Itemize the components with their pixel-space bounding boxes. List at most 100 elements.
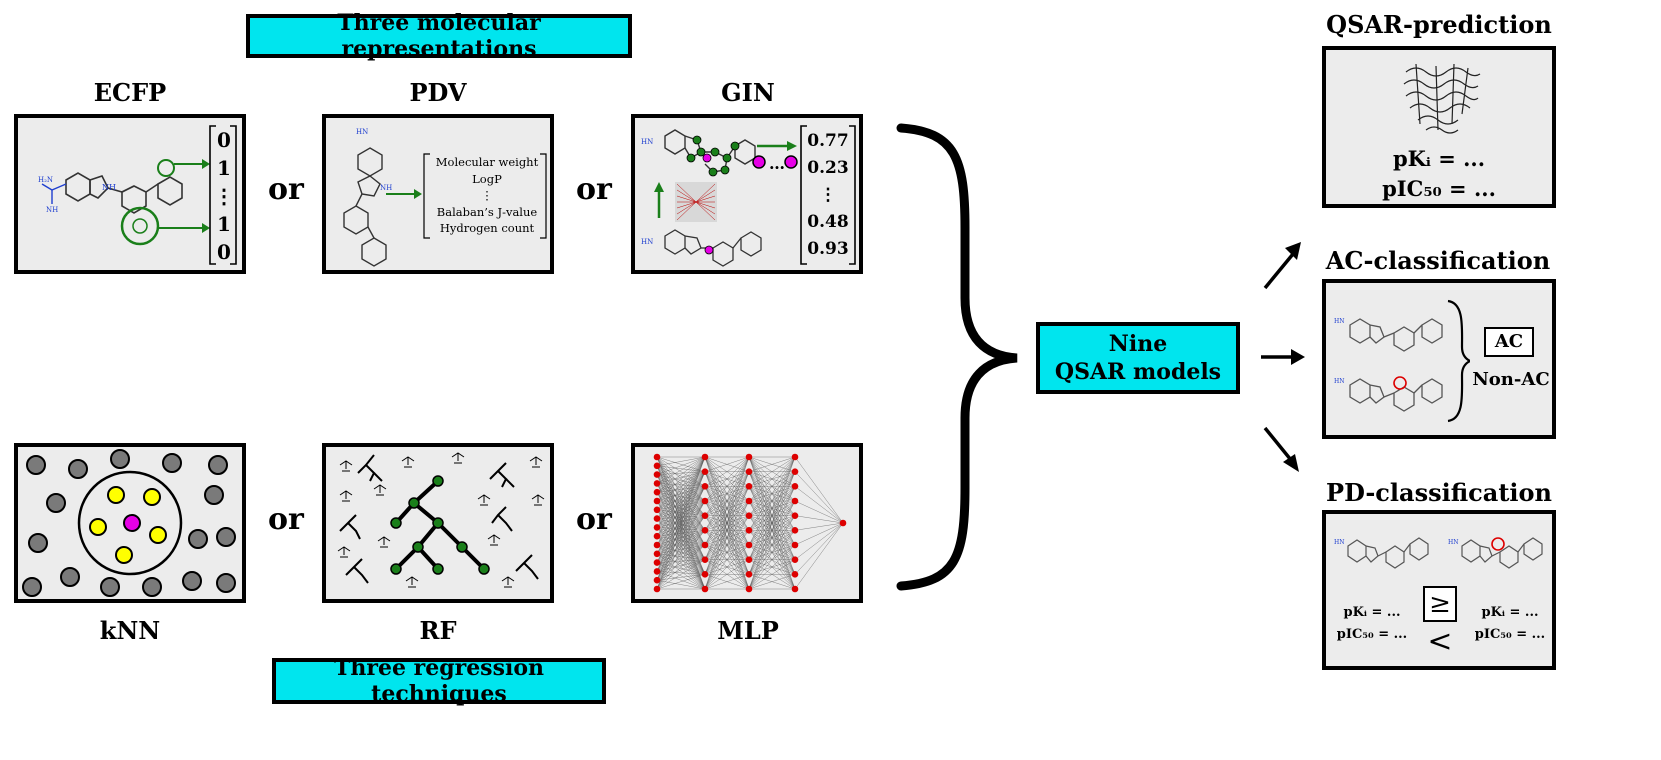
svg-text:NH: NH — [380, 184, 392, 192]
svg-text:H₂N: H₂N — [38, 176, 53, 184]
gin-value: 0.48 — [807, 212, 849, 232]
qsar-panel: pKᵢ = ... pIC₅₀ = ... — [1322, 46, 1556, 208]
mlp-neuron — [653, 541, 661, 549]
svg-text:HN: HN — [356, 128, 368, 136]
mlp-neuron — [653, 524, 661, 531]
mlp-neuron — [745, 512, 753, 519]
lt-symbol: < — [1427, 624, 1453, 659]
models-banner-line1: Nine — [1108, 331, 1168, 357]
mlp-edge — [794, 471, 844, 524]
mlp-edge — [748, 544, 796, 590]
mlp-edge — [794, 522, 844, 590]
mlp-edge — [704, 471, 750, 590]
qsar-pki: pKᵢ = ... — [1392, 146, 1486, 171]
mlp-neuron — [653, 506, 661, 514]
mlp-neuron — [791, 571, 799, 578]
mlp-edge — [656, 456, 706, 519]
mlp-edge — [704, 456, 750, 560]
tiny-trees — [337, 452, 545, 588]
mlp-edge — [656, 486, 706, 502]
molecule-icon — [1461, 537, 1543, 569]
mlp-neuron — [653, 576, 661, 584]
mlp-neuron — [839, 519, 847, 527]
ecfp-bit: ⋮ — [214, 184, 234, 208]
mlp-edge — [656, 456, 706, 537]
svg-text:HN: HN — [1334, 378, 1344, 385]
mlp-edge — [794, 456, 844, 524]
ac-panel: HN HN AC Non-AC — [1322, 279, 1556, 439]
svg-text:HN: HN — [641, 238, 653, 246]
mlp-edge — [656, 456, 706, 581]
mlp-neuron — [791, 468, 799, 475]
qsar-output: pKᵢ = ... pIC₅₀ = ... — [1326, 144, 1552, 204]
neighborhood-circle — [77, 470, 183, 576]
mlp-edge — [748, 471, 796, 590]
mlp-edge — [704, 456, 750, 546]
mlp-edge — [748, 456, 796, 531]
or-connector: or — [268, 502, 304, 537]
mlp-neuron — [653, 585, 661, 593]
mlp-edge — [656, 471, 706, 554]
mlp-edge — [704, 456, 750, 502]
mlp-edge — [656, 456, 706, 563]
mlp-neuron — [653, 532, 661, 540]
models-banner: Nine QSAR models — [1036, 322, 1240, 394]
representations-banner: Three molecular representations — [246, 10, 632, 62]
pd-left-pki: pKᵢ = ... — [1343, 605, 1401, 620]
molecule-icon — [65, 172, 183, 214]
mlp-edge — [656, 486, 706, 581]
mlp-neuron — [653, 480, 661, 487]
mlp-edge — [748, 500, 796, 590]
mlp-edge — [794, 486, 844, 524]
or-connector: or — [576, 172, 612, 207]
pd-right-values: pKᵢ = ... pIC₅₀ = ... — [1468, 602, 1552, 646]
mlp-neuron — [745, 527, 753, 534]
arrow-up-icon — [1263, 252, 1295, 290]
mlp-edge — [748, 574, 796, 590]
mlp-neuron — [701, 541, 709, 549]
mlp-edge — [748, 456, 796, 560]
mlp-edge — [656, 456, 706, 510]
mlp-neuron — [791, 527, 799, 534]
molecule-icon — [1347, 537, 1429, 569]
mlp-neuron — [701, 497, 709, 505]
tree-nodes — [390, 475, 490, 575]
mlp-edge — [656, 471, 706, 572]
mlp-edge — [656, 559, 706, 590]
mlp-edge — [656, 471, 706, 502]
gin-value: 0.23 — [807, 158, 849, 178]
rf-panel — [322, 443, 554, 603]
mlp-neuron — [701, 512, 709, 519]
mlp-edge — [704, 456, 750, 487]
mlp-neuron — [653, 515, 661, 522]
mlp-neuron — [745, 556, 753, 563]
ac-molecule-pair: HN HN — [1334, 299, 1470, 423]
gin-panel: HN HN … 0.77 0.23 ⋮ 0.48 0.93 — [631, 114, 863, 274]
or-connector: or — [576, 502, 612, 537]
mlp-edge — [656, 483, 706, 487]
gin-vector: 0.77 0.23 ⋮ 0.48 0.93 — [801, 128, 855, 263]
mlp-edge — [656, 474, 706, 487]
mlp-edge — [656, 471, 706, 475]
amidine-group — [41, 183, 67, 204]
gin-ellipsis: … — [769, 154, 785, 173]
ecfp-illustration: H₂N NH NH — [38, 125, 237, 265]
knn-label: kNN — [99, 616, 161, 645]
mlp-neuron — [745, 468, 753, 475]
mlp-edge — [656, 471, 706, 590]
mlp-edge — [656, 456, 706, 493]
mlp-edge — [704, 456, 750, 531]
gin-value: 0.77 — [807, 131, 849, 151]
mlp-edge — [704, 544, 750, 590]
mlp-neuron — [745, 585, 753, 593]
mlp-edge — [656, 574, 706, 590]
mlp-edge — [656, 486, 706, 510]
mlp-edge — [656, 456, 706, 487]
ecfp-bit: 0 — [217, 240, 231, 264]
mlp-neuron — [653, 453, 661, 461]
mlp-neuron — [701, 571, 709, 578]
mlp-neuron — [791, 585, 799, 593]
mlp-neuron — [745, 453, 753, 461]
mlp-neuron — [653, 568, 661, 575]
mlp-edge — [794, 522, 844, 560]
